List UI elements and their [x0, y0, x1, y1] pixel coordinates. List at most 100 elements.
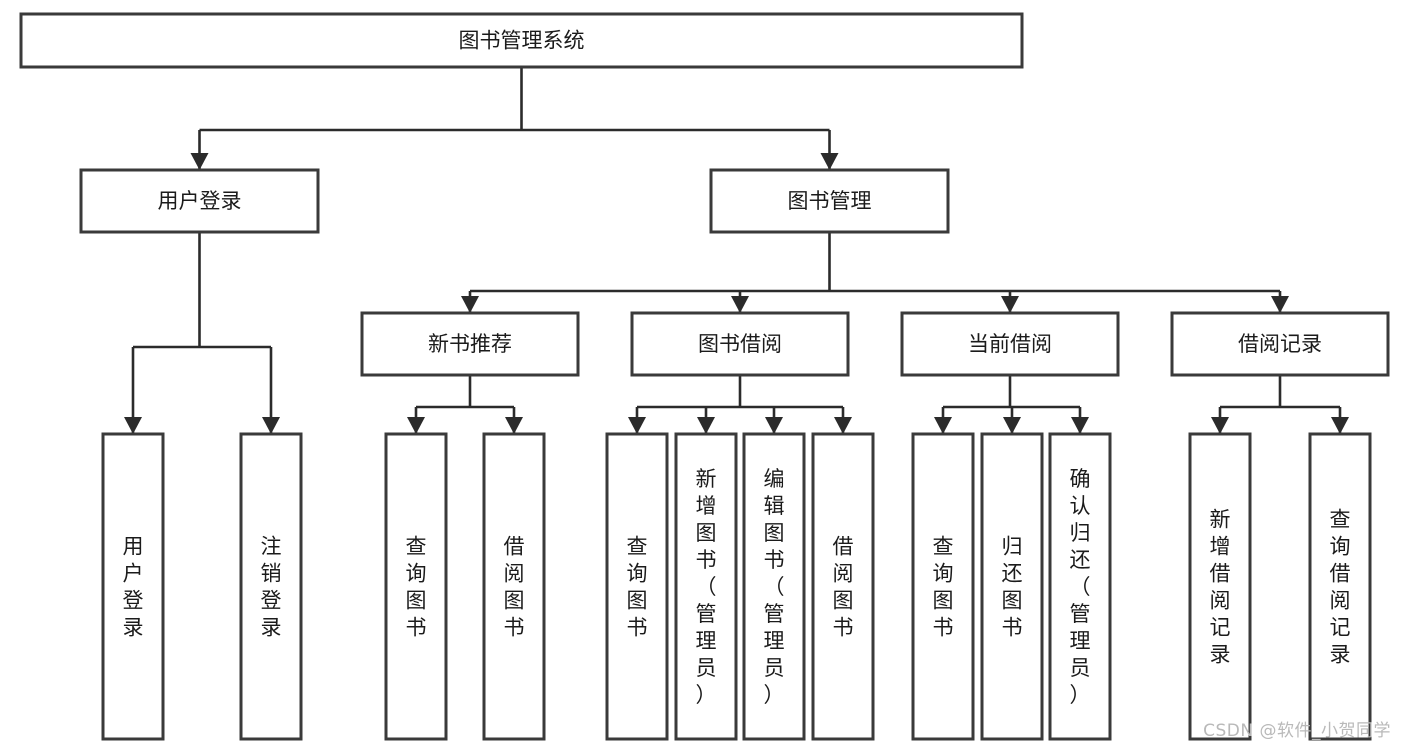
node-label-char: （ [696, 575, 717, 599]
arrow-head-icon [1271, 296, 1289, 313]
node-label-char: 记 [1210, 616, 1231, 640]
node-label-char: 用 [123, 535, 144, 559]
node-label-char: 新 [1210, 508, 1231, 532]
node-label-char: 书 [764, 548, 785, 572]
arrow-head-icon [1003, 417, 1021, 434]
node-leaf-user-login[interactable]: 用户登录 [101, 432, 165, 741]
node-box [630, 311, 850, 377]
node-label-char: 录 [1210, 643, 1231, 667]
node-box [811, 432, 875, 741]
node-box [1308, 432, 1372, 741]
node-label-char: 员 [696, 656, 717, 680]
node-label-char: 管 [696, 602, 717, 626]
arrow-head-icon [1211, 417, 1229, 434]
connector-group-new-book-rec [407, 375, 523, 434]
node-label-char: 登 [261, 589, 282, 613]
connector-group-book-manage [461, 232, 1289, 313]
arrow-head-icon [834, 417, 852, 434]
node-label-char: 理 [1070, 629, 1091, 653]
node-new-book-rec[interactable]: 新书推荐 [360, 311, 580, 377]
node-box [1170, 311, 1390, 377]
node-label: 借阅记录 [1238, 332, 1322, 356]
node-label-char: 查 [406, 535, 427, 559]
node-label-char: 户 [123, 562, 144, 586]
node-label-char: 书 [696, 548, 717, 572]
node-box [19, 12, 1024, 69]
node-label-char: 图 [504, 589, 525, 613]
arrow-head-icon [461, 296, 479, 313]
arrow-head-icon [820, 153, 839, 170]
node-label-char: 借 [1210, 562, 1231, 586]
node-current-borrow[interactable]: 当前借阅 [900, 311, 1120, 377]
node-label: 图书管理 [788, 189, 872, 213]
node-book-borrow[interactable]: 图书借阅 [630, 311, 850, 377]
node-label-char: 图 [627, 589, 648, 613]
node-label-char: （ [764, 575, 785, 599]
node-user-login[interactable]: 用户登录 [79, 168, 320, 234]
node-label-char: 管 [764, 602, 785, 626]
node-root[interactable]: 图书管理系统 [19, 12, 1024, 69]
node-box [1188, 432, 1252, 741]
node-label-char: 书 [833, 616, 854, 640]
node-label-char: 书 [504, 616, 525, 640]
node-box [674, 432, 738, 741]
node-label-char: 录 [261, 616, 282, 640]
node-box [239, 432, 303, 741]
node-label-char: 查 [933, 535, 954, 559]
node-box [384, 432, 448, 741]
node-label-char: 书 [933, 616, 954, 640]
node-label-char: 阅 [1330, 589, 1351, 613]
node-label-char: 图 [406, 589, 427, 613]
node-box [742, 432, 806, 741]
node-borrow-record[interactable]: 借阅记录 [1170, 311, 1390, 377]
node-label-char: 员 [764, 656, 785, 680]
node-label-char: 认 [1070, 494, 1091, 518]
node-label-char: 借 [504, 535, 525, 559]
node-label-char: 销 [261, 562, 282, 586]
node-label-char: 增 [696, 494, 717, 518]
arrow-head-icon [1331, 417, 1349, 434]
node-label-char: （ [1070, 575, 1091, 599]
node-label-char: 查 [627, 535, 648, 559]
node-label: 图书管理系统 [459, 29, 585, 53]
node-label: 新书推荐 [428, 332, 512, 356]
node-box [900, 311, 1120, 377]
watermark-text: CSDN @软件_小贺同学 [1203, 721, 1391, 741]
node-label-char: ） [696, 683, 717, 707]
node-label-char: 员 [1070, 656, 1091, 680]
node-label-char: 确 [1070, 467, 1091, 491]
node-label-char: 新 [696, 467, 717, 491]
arrow-head-icon [765, 417, 783, 434]
arrow-head-icon [505, 417, 523, 434]
node-box [1048, 432, 1112, 741]
node-label-char: 询 [933, 562, 954, 586]
node-box [605, 432, 669, 741]
node-label-char: 借 [1330, 562, 1351, 586]
node-label-char: 借 [833, 535, 854, 559]
node-box [709, 168, 950, 234]
node-label-char: 理 [764, 629, 785, 653]
node-label-char: 还 [1002, 562, 1023, 586]
node-label-char: 图 [1002, 589, 1023, 613]
node-label-char: 图 [933, 589, 954, 613]
node-label-char: 还 [1070, 548, 1091, 572]
connector-group-borrow-record [1211, 375, 1349, 434]
node-box [79, 168, 320, 234]
node-label-char: ） [764, 683, 785, 707]
node-label: 当前借阅 [968, 332, 1052, 356]
connector-group-current-borrow [934, 375, 1089, 434]
node-book-manage[interactable]: 图书管理 [709, 168, 950, 234]
